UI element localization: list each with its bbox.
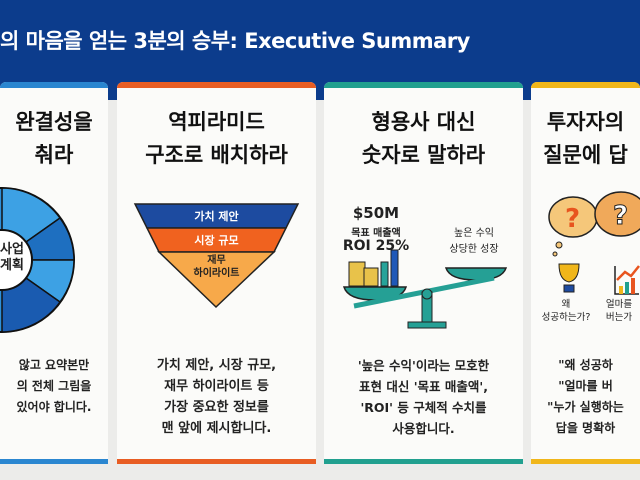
text-line: 'ROI' 등 구체적 수치를 bbox=[360, 400, 487, 415]
target-amount: $50M bbox=[352, 204, 400, 222]
label-line: 사업 bbox=[0, 242, 24, 257]
pyramid-level-value: 가치 제안 bbox=[194, 210, 239, 223]
target-revenue-label: 목표 매출액 bbox=[351, 228, 401, 239]
label-line: 재무 bbox=[207, 255, 226, 266]
text-line: 있어야 합니다. bbox=[16, 400, 92, 414]
text-line: 가장 중요한 정보를 bbox=[164, 400, 269, 415]
roi-value: ROI 25% bbox=[342, 238, 410, 254]
text-line: "왜 성공하 bbox=[558, 358, 613, 372]
title-line: 역피라미드 bbox=[168, 110, 265, 134]
text-line: 맨 앞에 제시합니다. bbox=[161, 421, 272, 436]
text-line: '높은 수익'이라는 모호한 bbox=[357, 358, 490, 373]
inverted-pyramid-icon bbox=[133, 203, 300, 309]
card-bottom-bar bbox=[0, 459, 108, 464]
label-line: 높은 수익 bbox=[454, 228, 494, 239]
title-line: 완결성을 bbox=[15, 110, 93, 134]
title-line: 질문에 답 bbox=[543, 143, 628, 167]
question-cloud-icon: ? ? bbox=[548, 191, 640, 295]
label-line: 상당한 성장 bbox=[449, 244, 499, 255]
text-line: 답을 명확하 bbox=[555, 421, 616, 435]
why-success-label: 왜 성공하는가? bbox=[541, 299, 591, 323]
card-top-bar bbox=[324, 82, 523, 88]
title-line: 숫자로 말하라 bbox=[361, 143, 486, 167]
card-top-bar bbox=[531, 82, 640, 88]
title-line: 형용사 대신 bbox=[371, 110, 476, 134]
text-line: "누가 실행하는 bbox=[547, 400, 624, 414]
balance-scale-icon bbox=[342, 249, 508, 329]
puzzle-ring-icon bbox=[0, 187, 75, 333]
title-line: 구조로 배치하라 bbox=[145, 143, 288, 167]
page-title: 의 마음을 얻는 3분의 승부: Executive Summary bbox=[0, 29, 470, 53]
title-line: 투자자의 bbox=[546, 110, 625, 134]
pyramid-level-market: 시장 규모 bbox=[194, 234, 239, 247]
label-line: 계획 bbox=[0, 258, 24, 273]
text-line: 가치 제안, 시장 규모, bbox=[156, 358, 277, 373]
svg-text:?: ? bbox=[565, 204, 580, 234]
how-much-label: 얼마를 버는가 bbox=[605, 299, 633, 323]
title-line: 춰라 bbox=[34, 143, 74, 167]
label-line: 하이라이트 bbox=[193, 268, 240, 279]
text-line: 재무 하이라이트 등 bbox=[164, 379, 269, 394]
card-bottom-bar bbox=[324, 459, 523, 464]
text-line: 표현 대신 '목표 매출액', bbox=[359, 379, 488, 394]
text-line: "얼마를 버 bbox=[558, 379, 613, 393]
card-bottom-bar bbox=[117, 459, 316, 464]
text-line: 의 전체 그림을 bbox=[16, 379, 92, 393]
card-bottom-bar bbox=[531, 459, 640, 464]
card-top-bar bbox=[0, 82, 108, 88]
text-line: 않고 요약본만 bbox=[18, 358, 90, 372]
card-top-bar bbox=[117, 82, 316, 88]
text-line: 사용합니다. bbox=[392, 421, 455, 436]
svg-text:?: ? bbox=[613, 201, 628, 231]
